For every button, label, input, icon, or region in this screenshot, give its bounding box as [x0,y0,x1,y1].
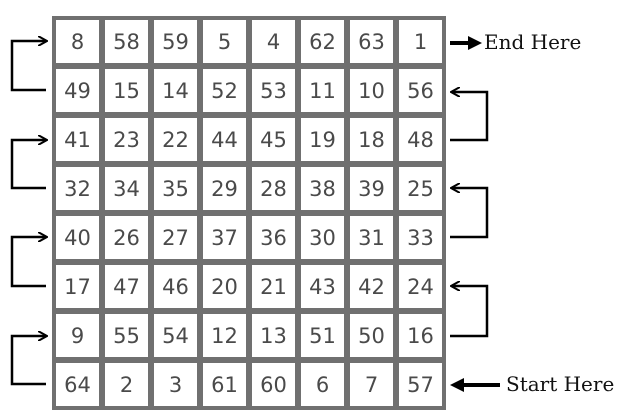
left-connector-arrow-2 [10,140,46,190]
grid-cell: 30 [301,216,344,259]
grid-cell: 41 [56,118,99,161]
grid-cell: 6 [301,363,344,406]
grid-cell: 13 [252,314,295,357]
end-arrow [450,36,482,50]
grid-cell: 25 [399,167,442,210]
grid-cell: 16 [399,314,442,357]
grid-cell: 31 [350,216,393,259]
grid-cell: 5 [203,20,246,63]
grid-cell: 20 [203,265,246,308]
grid-cell: 54 [154,314,197,357]
grid-cell: 39 [350,167,393,210]
grid-cell: 15 [105,69,148,112]
grid-cell: 64 [56,363,99,406]
grid-cell: 50 [350,314,393,357]
grid-cell: 35 [154,167,197,210]
grid-cell: 27 [154,216,197,259]
right-connector-arrow-2 [450,188,489,239]
grid-cell: 52 [203,69,246,112]
grid-cell: 12 [203,314,246,357]
grid-cell: 59 [154,20,197,63]
grid-cell: 23 [105,118,148,161]
grid-cell: 57 [399,363,442,406]
grid-cell: 63 [350,20,393,63]
left-connector-arrow-1 [10,41,46,92]
grid-cell: 21 [252,265,295,308]
grid-cell: 34 [105,167,148,210]
grid-cell: 61 [203,363,246,406]
grid-cell: 46 [154,265,197,308]
end-here-label: End Here [484,30,582,54]
grid-cell: 9 [56,314,99,357]
grid-cell: 3 [154,363,197,406]
grid-cell: 44 [203,118,246,161]
grid-cell: 53 [252,69,295,112]
grid-cell: 36 [252,216,295,259]
grid-cell: 37 [203,216,246,259]
grid-cell: 2 [105,363,148,406]
grid-cell: 49 [56,69,99,112]
grid-cell: 38 [301,167,344,210]
grid-cell: 55 [105,314,148,357]
grid-cell: 28 [252,167,295,210]
grid-cell: 62 [301,20,344,63]
right-connector-arrow-3 [450,286,489,338]
left-connector-arrow-4 [10,336,46,386]
grid-cell: 4 [252,20,295,63]
grid-cell: 29 [203,167,246,210]
grid-cell: 7 [350,363,393,406]
start-here-label: Start Here [506,372,615,396]
grid-cell: 8 [56,20,99,63]
grid-cell: 33 [399,216,442,259]
grid-cell: 42 [350,265,393,308]
grid-cell: 19 [301,118,344,161]
grid-cell: 18 [350,118,393,161]
grid-cell: 47 [105,265,148,308]
grid-cell: 24 [399,265,442,308]
left-connector-arrow-3 [10,237,46,288]
start-arrow [450,378,500,392]
grid-cell: 11 [301,69,344,112]
grid-cell: 43 [301,265,344,308]
grid-cell: 58 [105,20,148,63]
grid-cell: 40 [56,216,99,259]
grid-cell: 1 [399,20,442,63]
grid-cell: 51 [301,314,344,357]
grid-cell: 45 [252,118,295,161]
grid-cell: 14 [154,69,197,112]
right-connector-arrow-1 [450,92,489,142]
grid-cell: 10 [350,69,393,112]
grid-cell: 17 [56,265,99,308]
grid-cell: 56 [399,69,442,112]
grid-cell: 48 [399,118,442,161]
grid-cell: 32 [56,167,99,210]
grid-cell: 26 [105,216,148,259]
grid-cell: 22 [154,118,197,161]
grid-cell: 60 [252,363,295,406]
